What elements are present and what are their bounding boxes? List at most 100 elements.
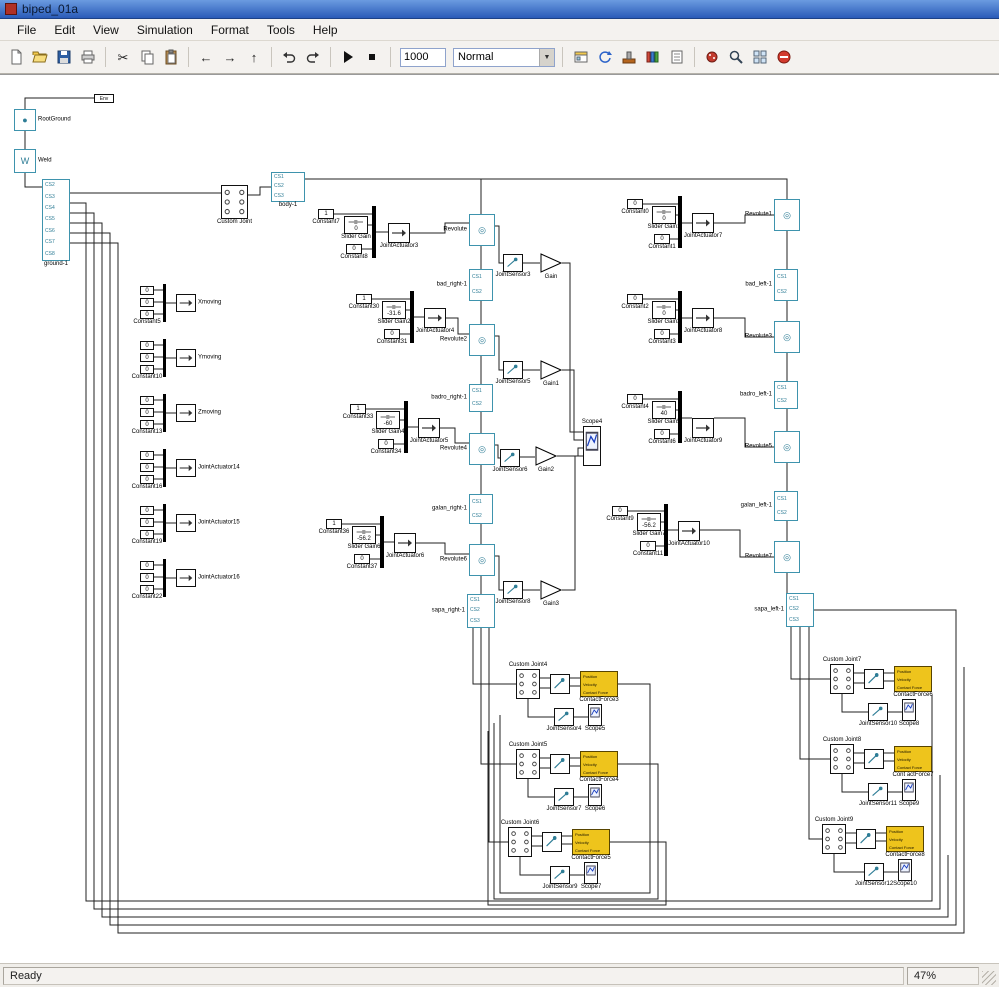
block-constant2[interactable]: 0Constant2	[627, 294, 643, 304]
block-contactforce8[interactable]: PositionVelocityContact ForceContactForc…	[886, 826, 924, 852]
block-constant7[interactable]: 1Constant7	[318, 209, 334, 219]
block-custom-joint9[interactable]: Custom Joint9	[822, 824, 846, 854]
block-env[interactable]: Env	[94, 94, 114, 103]
model-explorer-icon[interactable]	[749, 46, 771, 68]
menu-simulation[interactable]: Simulation	[128, 21, 202, 39]
block-constant1[interactable]: 0Constant1	[654, 234, 670, 244]
block-constant31[interactable]: 0Constant31	[384, 329, 400, 339]
build-icon[interactable]	[618, 46, 640, 68]
block-lc6-mux[interactable]	[163, 559, 166, 597]
block-galan_left-1[interactable]: CS1CS2galan_left-1	[774, 491, 798, 521]
block-jointactuator16[interactable]: JointActuator16	[176, 569, 196, 587]
forward-icon[interactable]: →	[219, 46, 241, 68]
block-footsensor5[interactable]	[864, 749, 884, 769]
redo-icon[interactable]	[302, 46, 324, 68]
block-constant0[interactable]: 0Constant0	[627, 199, 643, 209]
new-file-icon[interactable]	[5, 46, 27, 68]
block-lc5-const-b[interactable]: 0	[140, 518, 154, 527]
block-footsensor1[interactable]	[550, 674, 570, 694]
block-lc5-const-a[interactable]: 0	[140, 506, 154, 515]
play-icon[interactable]	[337, 46, 359, 68]
block-constant37[interactable]: 0Constant37	[354, 554, 370, 564]
sim-mode-select[interactable]: Normal ▼	[453, 48, 555, 67]
block-mux7[interactable]	[678, 196, 682, 248]
sim-stop-time-input[interactable]	[400, 48, 446, 67]
cut-icon[interactable]: ✂	[112, 46, 134, 68]
block-footsensor4[interactable]	[864, 669, 884, 689]
block-revolute2[interactable]: ◎Revolute2	[469, 324, 495, 356]
block-custom-joint5[interactable]: Custom Joint5	[516, 749, 540, 779]
paste-icon[interactable]	[160, 46, 182, 68]
block-lc3-const-b[interactable]: 0	[140, 408, 154, 417]
block-gain3[interactable]: Gain3	[540, 580, 562, 600]
block-revolute5[interactable]: ◎Revolute5	[774, 431, 800, 463]
block-galan_right-1[interactable]: CS1CS2galan_right-1	[469, 494, 493, 524]
block-badro_right-1[interactable]: CS1CS2badro_right-1	[469, 384, 493, 412]
update-diagram-icon[interactable]	[594, 46, 616, 68]
block-scope4[interactable]: Scope4	[583, 426, 601, 466]
block-jointsensor9[interactable]: JointSensor9	[550, 866, 570, 884]
block-revolute3[interactable]: ◎Revolute3	[774, 321, 800, 353]
menu-tools[interactable]: Tools	[258, 21, 304, 39]
block-constant30[interactable]: 1Constant30	[356, 294, 372, 304]
debug-icon[interactable]	[701, 46, 723, 68]
block-constant36[interactable]: 1Constant36	[326, 519, 342, 529]
block-mux8[interactable]	[678, 291, 682, 343]
block-jointsensor10[interactable]: JointSensor10	[868, 703, 888, 721]
block-bad_right-1[interactable]: CS1CS2bad_right-1	[469, 269, 493, 301]
block-jointsensor12[interactable]: JointSensor12	[864, 863, 884, 881]
block-lc2-const-c[interactable]: 0Constant10	[140, 365, 154, 374]
block-weld[interactable]: WWeld	[14, 149, 36, 173]
block-jointactuator5[interactable]: JointActuator5	[418, 418, 440, 438]
block-lc5-mux[interactable]	[163, 504, 166, 542]
block-scope10[interactable]: Scope10	[898, 859, 912, 881]
block-slider-gain7[interactable]: -56.2Slider Gain7	[637, 513, 661, 531]
block-custom-joint[interactable]: Custom Joint	[221, 185, 248, 219]
block-mux10[interactable]	[664, 504, 668, 556]
block-gain2[interactable]: Gain2	[535, 446, 557, 466]
resize-grip[interactable]	[982, 971, 996, 985]
block-mux6[interactable]	[380, 516, 384, 568]
block-lc1-const-c[interactable]: 0Constant5	[140, 310, 154, 319]
block-revolute6[interactable]: ◎Revolute6	[469, 544, 495, 576]
block-jointactuator4[interactable]: JointActuator4	[424, 308, 446, 328]
block-jointsensor4[interactable]: JointSensor4	[554, 708, 574, 726]
block-scope9[interactable]: Scope9	[902, 779, 916, 801]
block-jointactuator7[interactable]: JointActuator7	[692, 213, 714, 233]
block-sapa_right-1[interactable]: CS1CS2CS3sapa_right-1	[467, 594, 495, 628]
block-lc1-const-a[interactable]: 0	[140, 286, 154, 295]
block-scope5[interactable]: Scope5	[588, 704, 602, 726]
menu-view[interactable]: View	[84, 21, 128, 39]
block-contactforce6[interactable]: PositionVelocityContact ForceContactForc…	[894, 666, 932, 692]
block-lc6-const-b[interactable]: 0	[140, 573, 154, 582]
open-icon[interactable]	[29, 46, 51, 68]
block-scope7[interactable]: Scope7	[584, 862, 598, 884]
block-ground-1[interactable]: CS2CS3CS4CS5CS6CS7CS8ground-1	[42, 179, 70, 261]
menu-edit[interactable]: Edit	[45, 21, 84, 39]
block-jointactuator14[interactable]: JointActuator14	[176, 459, 196, 477]
block-constant4[interactable]: 0Constant4	[627, 394, 643, 404]
block-lc3-mux[interactable]	[163, 394, 166, 432]
save-icon[interactable]	[53, 46, 75, 68]
block-revolute[interactable]: ◎Revolute	[469, 214, 495, 246]
stop-icon[interactable]	[361, 46, 383, 68]
block-jointsensor5[interactable]: JointSensor5	[503, 361, 523, 379]
block-jointactuator9[interactable]: JointActuator9	[692, 418, 714, 438]
diagram-canvas[interactable]: Env●RootGroundWWeldCS2CS3CS4CS5CS6CS7CS8…	[0, 74, 999, 963]
copy-icon[interactable]	[136, 46, 158, 68]
block-scope6[interactable]: Scope6	[588, 784, 602, 806]
block-custom-joint7[interactable]: Custom Joint7	[830, 664, 854, 694]
block-contactforce7[interactable]: PositionVelocityContact ForceCont actFor…	[894, 746, 932, 772]
block-body-1[interactable]: CS1CS2CS3body-1	[271, 172, 305, 202]
block-jointsensor11[interactable]: JointSensor11	[868, 783, 888, 801]
block-lc2-const-a[interactable]: 0	[140, 341, 154, 350]
block-jointsensor6[interactable]: JointSensor6	[500, 449, 520, 467]
block-constant9[interactable]: 0Constant9	[612, 506, 628, 516]
block-constant33[interactable]: 1Constant33	[350, 404, 366, 414]
menu-file[interactable]: File	[8, 21, 45, 39]
block-jointactuator15[interactable]: JointActuator15	[176, 514, 196, 532]
block-contactforce3[interactable]: PositionVelocityContact ForceContactForc…	[580, 671, 618, 697]
block-zmoving[interactable]: Zmoving	[176, 404, 196, 422]
block-jointsensor8[interactable]: JointSensor8	[503, 581, 523, 599]
back-icon[interactable]: ←	[195, 46, 217, 68]
